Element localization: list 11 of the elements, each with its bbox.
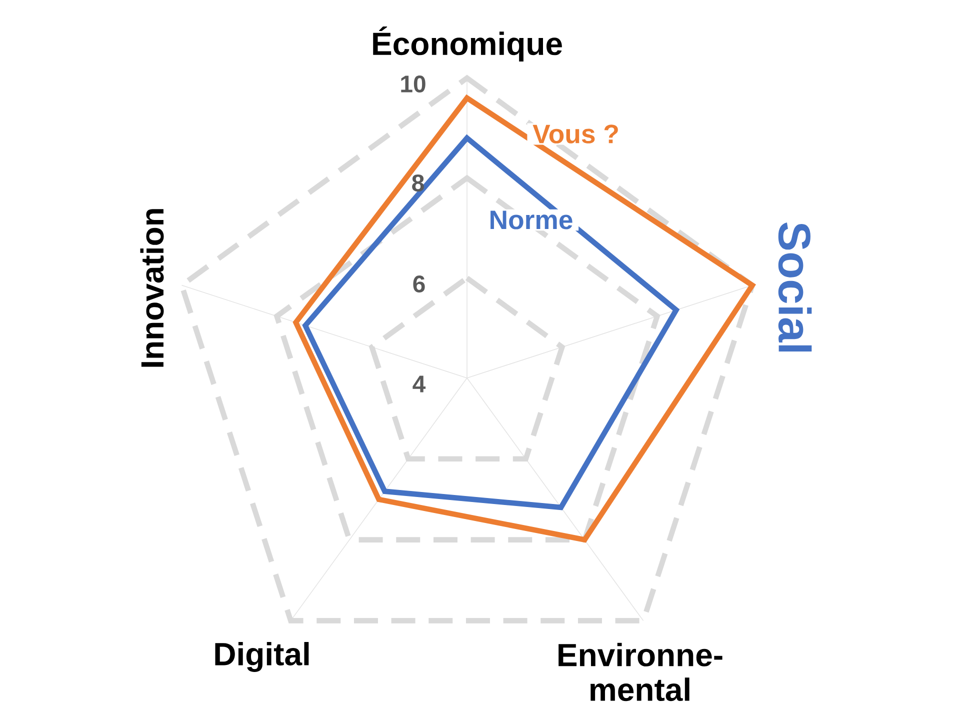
series-label: Vous ? [527, 123, 625, 145]
axis-label: Social [778, 222, 812, 352]
tick-label: 8 [412, 174, 424, 192]
axis-label: Économique [373, 26, 562, 62]
axis-label: Digital [215, 642, 309, 672]
tick-label: 10 [401, 75, 426, 92]
tick-label: 4 [412, 376, 426, 392]
axis-label: Environne- mental [558, 642, 722, 702]
tick-label: 6 [413, 275, 425, 292]
axis-label: Innovation [140, 209, 164, 367]
series-label: Norme [483, 209, 579, 231]
